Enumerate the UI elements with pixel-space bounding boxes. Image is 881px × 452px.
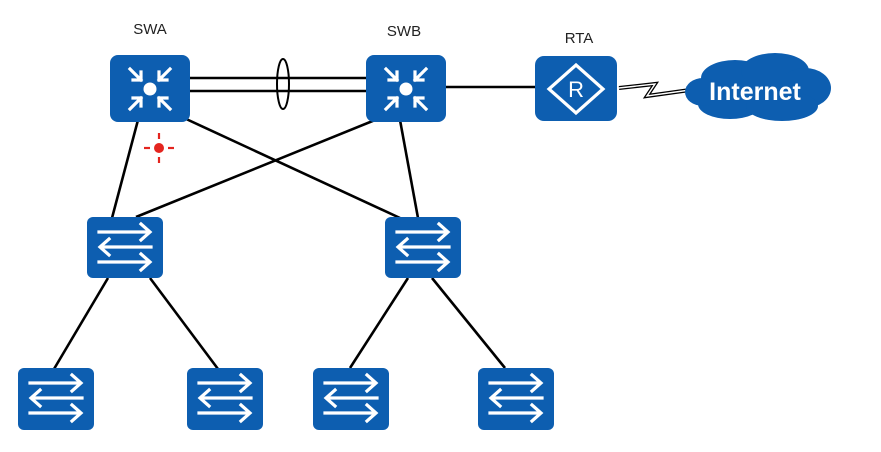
switch-acc3[interactable] — [313, 368, 389, 430]
switch-agg1[interactable] — [87, 217, 163, 278]
link-swb-agg2 — [398, 119, 420, 219]
switch-acc4[interactable] — [478, 368, 554, 430]
rta-label: RTA — [565, 30, 594, 47]
link-swb-agg1 — [135, 116, 381, 219]
svg-text:R: R — [568, 77, 584, 102]
cursor-marker-icon — [144, 133, 174, 163]
internet-label: Internet — [709, 78, 801, 106]
swb-label: SWB — [387, 23, 421, 40]
switch-icon — [395, 222, 451, 272]
internet-cloud: Internet — [685, 53, 831, 121]
router-icon: R — [546, 62, 606, 116]
switch-acc1[interactable] — [18, 368, 94, 430]
switch-icon — [97, 222, 153, 272]
swa-label: SWA — [133, 21, 167, 38]
core-switch-swa[interactable] — [110, 55, 190, 122]
router-rta[interactable]: R — [535, 56, 617, 121]
link-rta-internet — [618, 81, 691, 99]
core-switch-swb[interactable] — [366, 55, 446, 122]
switch-icon — [197, 373, 253, 423]
link-agg2-acc3 — [348, 277, 410, 369]
switch-icon — [28, 373, 84, 423]
link-agg2-acc4 — [430, 277, 507, 369]
cloud-icon — [685, 53, 831, 121]
link-aggregation-ellipse — [276, 58, 290, 110]
switch-icon — [488, 373, 544, 423]
link-swa-agg2 — [183, 116, 401, 220]
link-swa-agg1 — [110, 119, 140, 219]
link-agg1-acc1 — [52, 277, 110, 370]
link-agg1-acc2 — [148, 277, 220, 370]
switch-icon — [323, 373, 379, 423]
switch-agg2[interactable] — [385, 217, 461, 278]
switch-acc2[interactable] — [187, 368, 263, 430]
